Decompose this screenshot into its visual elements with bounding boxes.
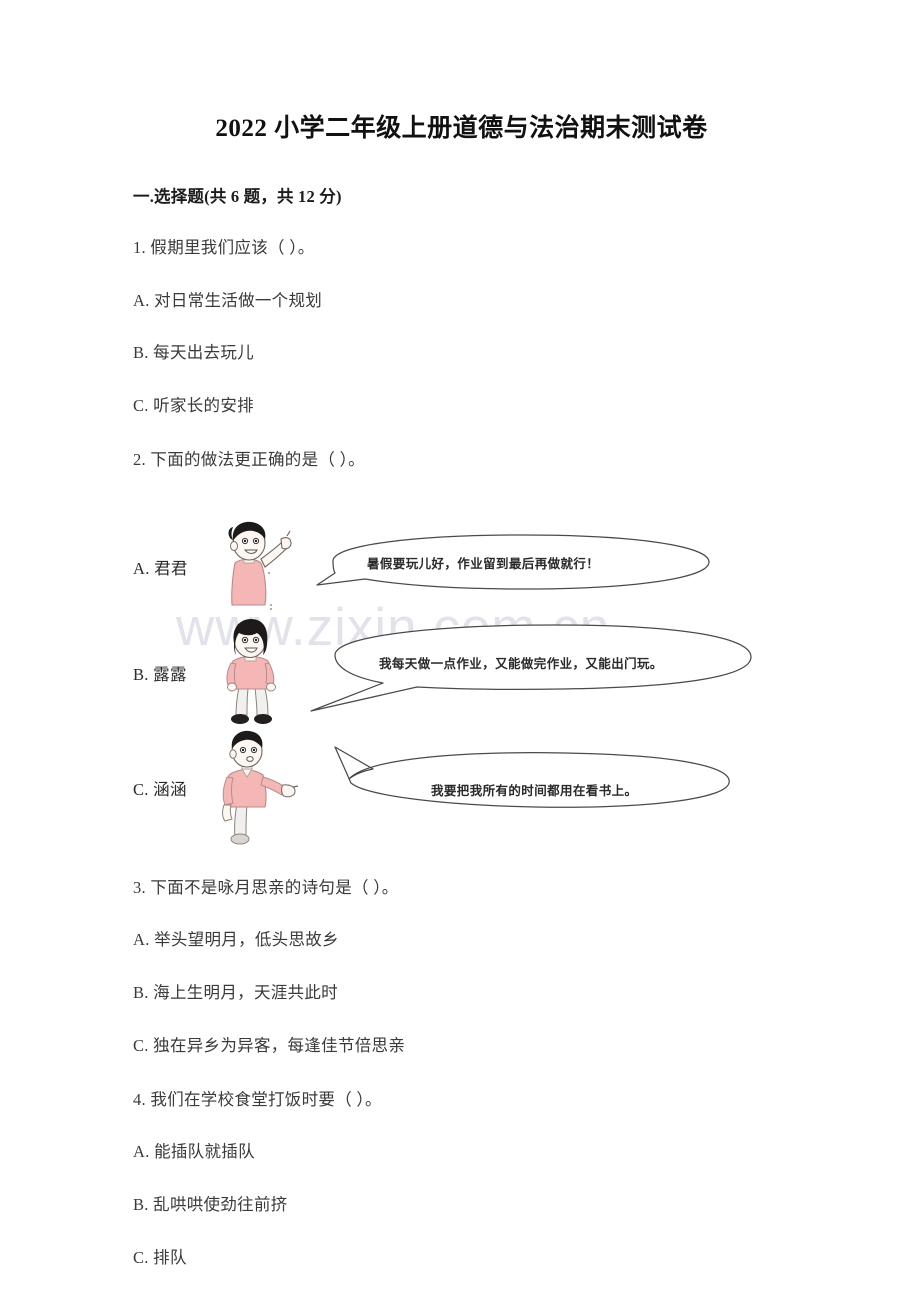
speech-bubble-a: 暑假要玩儿好，作业留到最后再做就行！ xyxy=(305,517,790,617)
speech-bubble-text: 我要把我所有的时间都用在看书上。 xyxy=(431,783,638,798)
picture-option-label: A. 君君 xyxy=(133,558,188,578)
page-content: 2022 小学二年级上册道德与法治期末测试卷 一.选择题(共 6 题，共 12 … xyxy=(133,115,790,1271)
character-girl-standing-icon xyxy=(209,617,305,729)
section-heading: 一.选择题(共 6 题，共 12 分) xyxy=(133,186,342,206)
option-a[interactable]: A. 对日常生活做一个规划 xyxy=(133,290,323,310)
speech-bubble-c: 我要把我所有的时间都用在看书上。 xyxy=(305,729,790,847)
picture-option-list: A. 君君 xyxy=(133,517,790,847)
speech-bubble-text: 暑假要玩儿好，作业留到最后再做就行！ xyxy=(367,556,600,571)
picture-option-a[interactable]: A. 君君 xyxy=(133,517,790,617)
option-b[interactable]: B. 乱哄哄使劲往前挤 xyxy=(133,1195,288,1214)
speech-bubble-b: 我每天做一点作业，又能做完作业，又能出门玩。 xyxy=(305,617,790,729)
option-b[interactable]: B. 每天出去玩儿 xyxy=(133,343,254,363)
character-boy-pointing-up-icon xyxy=(209,517,305,617)
question-stem: 2. 下面的做法更正确的是（ ）。 xyxy=(133,449,365,469)
picture-option-b[interactable]: B. 露露 xyxy=(133,617,790,729)
picture-option-label: C. 涵涵 xyxy=(133,779,187,799)
page-title: 2022 小学二年级上册道德与法治期末测试卷 xyxy=(215,115,708,142)
question-2: 2. 下面的做法更正确的是（ ）。 A. 君君 xyxy=(133,448,790,847)
picture-option-label: B. 露露 xyxy=(133,664,187,684)
speech-bubble-text: 我每天做一点作业，又能做完作业，又能出门玩。 xyxy=(379,656,663,671)
question-4: 4. 我们在学校食堂打饭时要（ ）。 A. 能插队就插队 B. 乱哄哄使劲往前挤… xyxy=(133,1088,790,1271)
option-b[interactable]: B. 海上生明月，天涯共此时 xyxy=(133,983,338,1002)
option-c[interactable]: C. 听家长的安排 xyxy=(133,396,254,415)
option-a[interactable]: A. 能插队就插队 xyxy=(133,1142,255,1162)
question-1: 1. 假期里我们应该（ ）。 A. 对日常生活做一个规划 B. 每天出去玩儿 C… xyxy=(133,236,790,419)
option-c[interactable]: C. 排队 xyxy=(133,1247,187,1267)
option-a[interactable]: A. 举头望明月，低头思故乡 xyxy=(133,930,339,950)
option-c[interactable]: C. 独在异乡为异客，每逢佳节倍思亲 xyxy=(133,1035,406,1055)
picture-option-c[interactable]: C. 涵涵 xyxy=(133,729,790,847)
question-3: 3. 下面不是咏月思亲的诗句是（ ）。 A. 举头望明月，低头思故乡 B. 海上… xyxy=(133,876,790,1059)
question-stem: 4. 我们在学校食堂打饭时要（ ）。 xyxy=(133,1089,382,1109)
question-stem: 1. 假期里我们应该（ ）。 xyxy=(133,237,315,257)
question-stem: 3. 下面不是咏月思亲的诗句是（ ）。 xyxy=(133,877,399,897)
character-boy-pointing-right-icon xyxy=(209,729,305,847)
